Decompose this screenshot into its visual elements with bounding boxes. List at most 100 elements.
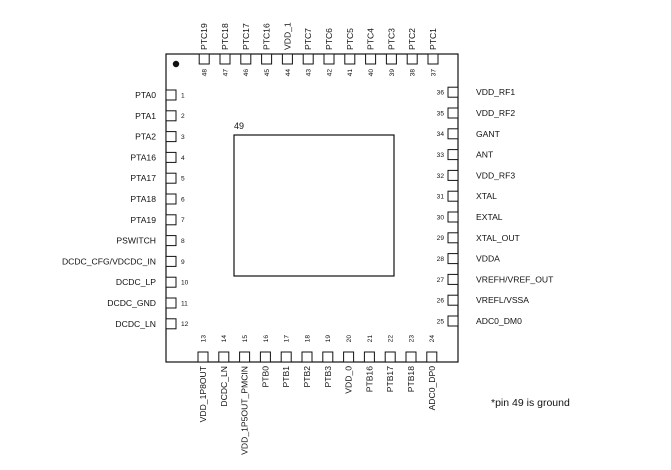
pin-pad-bottom xyxy=(405,351,417,363)
pin-pad-bottom xyxy=(259,351,271,363)
pin-pad-bottom xyxy=(426,351,438,363)
pin-pad-left xyxy=(165,131,177,143)
pin-pad-bottom xyxy=(322,351,334,363)
pin-pad-top xyxy=(198,53,210,65)
pin-number-left: 9 xyxy=(181,259,185,266)
pin-pad-bottom xyxy=(301,351,313,363)
pin-number-top: 39 xyxy=(389,69,396,77)
pin-label-top: PTC16 xyxy=(262,23,272,50)
pin-pad-top xyxy=(344,53,356,65)
pin-number-right: 27 xyxy=(437,277,445,284)
pin-label-bottom: PTB3 xyxy=(323,366,333,388)
pin-number-right: 32 xyxy=(437,173,445,180)
pin-number-bottom: 16 xyxy=(263,335,270,343)
pin-number-left: 3 xyxy=(181,134,185,141)
pin-pad-top xyxy=(240,53,252,65)
pin-number-top: 42 xyxy=(326,69,333,77)
pin-pad-left xyxy=(165,214,177,226)
pin-pad-left xyxy=(165,193,177,205)
pin-pad-right xyxy=(447,294,459,306)
pin-label-bottom: PTB16 xyxy=(364,366,374,392)
pin-pad-bottom xyxy=(363,351,375,363)
pin-pad-top xyxy=(261,53,273,65)
pin-number-right: 33 xyxy=(437,152,445,159)
pin-label-top: VDD_1 xyxy=(282,22,292,50)
pin-number-top: 44 xyxy=(285,69,292,77)
pin-pad-right xyxy=(447,86,459,98)
pins-layer: 1PTA02PTA13PTA24PTA165PTA176PTA187PTA198… xyxy=(62,22,554,455)
pin-number-bottom: 13 xyxy=(200,335,207,343)
pin-pad-right xyxy=(447,315,459,327)
pin-label-left: PTA0 xyxy=(135,90,156,100)
pin-pad-left xyxy=(165,297,177,309)
pin1-marker-dot xyxy=(172,60,180,68)
pin-number-right: 28 xyxy=(437,256,445,263)
pin-pad-bottom xyxy=(280,351,292,363)
pin-pad-top xyxy=(302,53,314,65)
pin-label-bottom: DCDC_LN xyxy=(219,366,229,407)
pin-label-left: PTA17 xyxy=(130,173,156,183)
pin-number-bottom: 18 xyxy=(304,335,311,343)
pin-number-bottom: 21 xyxy=(367,335,374,343)
pin-number-left: 6 xyxy=(181,196,185,203)
pin-number-left: 11 xyxy=(181,300,188,307)
pin-number-left: 7 xyxy=(181,217,185,224)
pin-label-right: VREFH/VREF_OUT xyxy=(476,274,554,284)
pin-number-right: 36 xyxy=(437,90,445,97)
pin-number-left: 1 xyxy=(181,92,185,99)
pin-label-bottom: PTB18 xyxy=(406,366,416,392)
pin-number-bottom: 19 xyxy=(325,335,332,343)
pin-number-bottom: 20 xyxy=(346,335,353,343)
pin-label-right: XTAL_OUT xyxy=(476,233,521,243)
pin-number-right: 34 xyxy=(437,131,445,138)
pin-number-top: 38 xyxy=(410,69,417,77)
pin-number-right: 35 xyxy=(437,110,445,117)
pin-pad-right xyxy=(447,169,459,181)
pin-number-bottom: 14 xyxy=(221,335,228,343)
pin-number-top: 37 xyxy=(430,69,437,77)
pin-number-right: 26 xyxy=(437,298,445,305)
pin-label-left: DCDC_LP xyxy=(116,277,156,287)
pin-number-bottom: 23 xyxy=(408,335,415,343)
pin-pad-right xyxy=(447,232,459,244)
pin-pad-top xyxy=(219,53,231,65)
pin-label-right: VDDA xyxy=(476,254,500,264)
pin-number-top: 45 xyxy=(264,69,271,77)
pin-number-left: 2 xyxy=(181,113,185,120)
pin-label-left: DCDC_CFG/VDCDC_IN xyxy=(62,256,156,266)
pin-pad-left xyxy=(165,172,177,184)
pin-pad-left xyxy=(165,318,177,330)
ground-note: *pin 49 is ground xyxy=(491,397,570,409)
pin-pad-right xyxy=(447,128,459,140)
pin-label-bottom: PTB17 xyxy=(385,366,395,392)
pin-number-left: 12 xyxy=(181,321,189,328)
pin-label-right: ADC0_DM0 xyxy=(476,316,522,326)
pin-label-right: VDD_RF3 xyxy=(476,170,515,180)
pin-pad-bottom xyxy=(343,351,355,363)
pin-label-top: PTC3 xyxy=(386,28,396,50)
pin-label-left: DCDC_GND xyxy=(107,298,156,308)
pin-pad-left xyxy=(165,151,177,163)
pin-number-right: 25 xyxy=(437,318,445,325)
pin-number-right: 31 xyxy=(437,194,445,201)
center-pad xyxy=(233,134,395,277)
pin-number-bottom: 15 xyxy=(242,335,249,343)
pin-label-top: PTC7 xyxy=(303,28,313,50)
pin-label-top: PTC18 xyxy=(220,23,230,50)
pin-number-left: 4 xyxy=(181,155,185,162)
pin-pad-right xyxy=(447,107,459,119)
pin-label-bottom: PTB1 xyxy=(281,366,291,388)
package-body xyxy=(165,53,459,363)
pin-label-left: PTA18 xyxy=(130,194,156,204)
pin-number-bottom: 17 xyxy=(284,335,291,343)
pin-label-bottom: VDD_1P5OUT_PMCIN xyxy=(240,366,250,455)
pin-pad-left xyxy=(165,89,177,101)
pin-pad-top xyxy=(385,53,397,65)
pin-label-left: PTA16 xyxy=(130,152,156,162)
pin-pad-right xyxy=(447,149,459,161)
pin-label-top: PTC4 xyxy=(366,28,376,50)
pin-number-top: 48 xyxy=(202,69,209,77)
pin-number-left: 10 xyxy=(181,280,189,287)
pin-label-bottom: VDD_0 xyxy=(344,366,354,394)
pin-pad-bottom xyxy=(384,351,396,363)
